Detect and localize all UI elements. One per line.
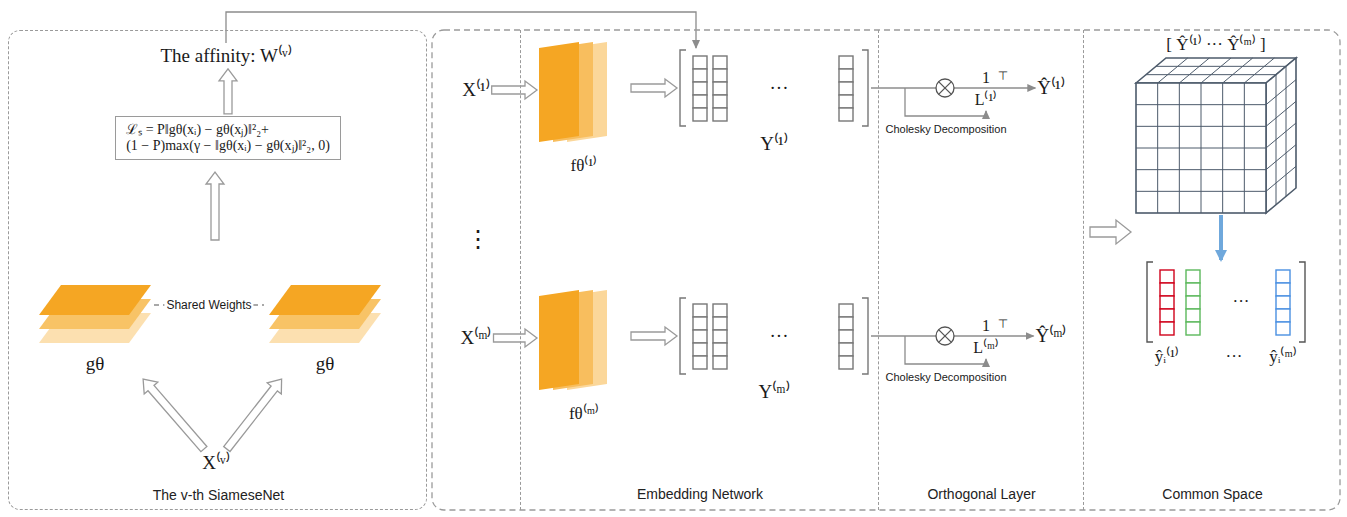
vectors-shape — [1146, 262, 1306, 342]
annotation-label: Cholesky Decomposition — [883, 372, 1008, 384]
node-text: ŷᵢ⁽ᵐ⁾ — [1269, 347, 1297, 367]
layer-stack-shape — [539, 42, 629, 142]
connector-arrow — [143, 379, 207, 452]
node-text: ··· — [770, 77, 789, 99]
multiply-symbol — [936, 79, 954, 97]
annotation-label: L⁽ᵐ⁾ — [971, 340, 1001, 357]
connector-arrow — [631, 79, 677, 97]
output-text: Ŷ⁽ᵐ⁾ — [1035, 325, 1066, 347]
annotation-label: ⋮ — [464, 227, 492, 252]
node-text: ··· — [770, 325, 789, 347]
node-text: ··· — [1233, 292, 1250, 312]
loss-box: ℒₛ = P‖gθ(xᵢ) − gθ(xⱼ)‖²₂+(1 − P)max(γ −… — [115, 116, 341, 160]
node-text: gθ — [316, 353, 335, 375]
node-text: Orthogonal Layer — [927, 486, 1035, 502]
matrix-box: ···Y⁽ᵐ⁾ — [679, 298, 869, 374]
node-text: X⁽¹⁾ — [462, 79, 489, 101]
cube-shape — [1136, 58, 1296, 213]
node-text: gθ — [86, 353, 105, 375]
layer-stack: gθ — [269, 271, 381, 376]
connector-arrow — [492, 81, 537, 99]
node-text: ℒₛ = P‖gθ(xᵢ) − gθ(xⱼ)‖²₂+ — [126, 122, 330, 138]
layer-stack: fθ⁽ᵐ⁾ — [539, 290, 629, 430]
embedding-region: Embedding Networkfθ⁽¹⁾fθ⁽ᵐ⁾···Y⁽¹⁾···Y⁽ᵐ… — [520, 30, 878, 510]
input-text: X⁽¹⁾ — [462, 79, 489, 101]
node-text: [ Ŷ⁽¹⁾ ··· Ŷ⁽ᵐ⁾ ] — [1166, 35, 1265, 55]
hollow-arrow — [206, 172, 224, 240]
input-text: X⁽ᵐ⁾ — [460, 327, 491, 349]
affinity-text: The affinity: W⁽ᵛ⁾ — [160, 45, 291, 67]
annotation-label: 1 — [980, 70, 992, 87]
node-text: ŷᵢ⁽¹⁾ — [1155, 347, 1179, 367]
node-text: The v-th SiameseNet — [153, 487, 285, 503]
node-text: X⁽ᵛ⁾ — [202, 452, 229, 474]
node-text: The affinity: W⁽ᵛ⁾ — [160, 45, 291, 67]
annotation-label: 1 — [980, 318, 992, 335]
layer-stack-shape — [269, 271, 381, 346]
vector-set: ···ŷᵢ⁽¹⁾···ŷᵢ⁽ᵐ⁾ — [1146, 262, 1306, 342]
layer-stack-shape — [39, 271, 151, 346]
annotation-label: Shared Weights — [164, 299, 253, 312]
panel-outline — [432, 30, 1340, 510]
node-text: Y⁽ᵐ⁾ — [758, 381, 789, 403]
node-text: Ŷ⁽ᵐ⁾ — [1035, 325, 1066, 347]
tensor-cube: [ Ŷ⁽¹⁾ ··· Ŷ⁽ᵐ⁾ ] — [1136, 58, 1306, 213]
output-text: Ŷ⁽¹⁾ — [1037, 77, 1064, 99]
input-text: X⁽ᵛ⁾ — [202, 452, 229, 474]
node-text: Embedding Network — [637, 486, 763, 502]
connector-arrow — [219, 69, 237, 114]
connector-arrow — [494, 329, 538, 347]
annotation-label: ⊤ — [996, 318, 1010, 331]
layer-stack-shape — [539, 290, 629, 390]
annotation-label: ⊤ — [996, 70, 1010, 83]
matrix-box: ···Y⁽¹⁾ — [679, 50, 869, 126]
annotation-label: Cholesky Decomposition — [883, 124, 1008, 136]
connector-arrow — [224, 379, 282, 452]
siamese-panel: The v-th SiameseNet The affinity: W⁽ᵛ⁾ ℒₛ … — [8, 30, 427, 510]
common-region: Common Space[ Ŷ⁽¹⁾ ··· Ŷ⁽ᵐ⁾ ]···ŷᵢ⁽¹⁾···… — [1083, 30, 1340, 510]
layer-stack: fθ⁽¹⁾ — [539, 42, 629, 182]
node-text: Y⁽¹⁾ — [760, 133, 787, 155]
annotation-label: L⁽¹⁾ — [973, 92, 1000, 109]
node-text: (1 − P)max(γ − ‖gθ(xᵢ) − gθ(xⱼ)‖²₂, 0) — [126, 138, 330, 154]
node-text: Ŷ⁽¹⁾ — [1037, 77, 1064, 99]
node-text: fθ⁽¹⁾ — [571, 156, 598, 176]
layer-stack: gθ — [39, 271, 151, 376]
multiply-symbol — [936, 327, 954, 345]
hollow-arrow — [1090, 220, 1131, 244]
node-text: Common Space — [1162, 486, 1262, 502]
node-text: fθ⁽ᵐ⁾ — [569, 404, 599, 424]
node-text: X⁽ᵐ⁾ — [460, 327, 491, 349]
node-text: ··· — [1226, 347, 1243, 367]
connector-arrow — [631, 327, 677, 345]
connector-arrow — [1219, 215, 1223, 260]
